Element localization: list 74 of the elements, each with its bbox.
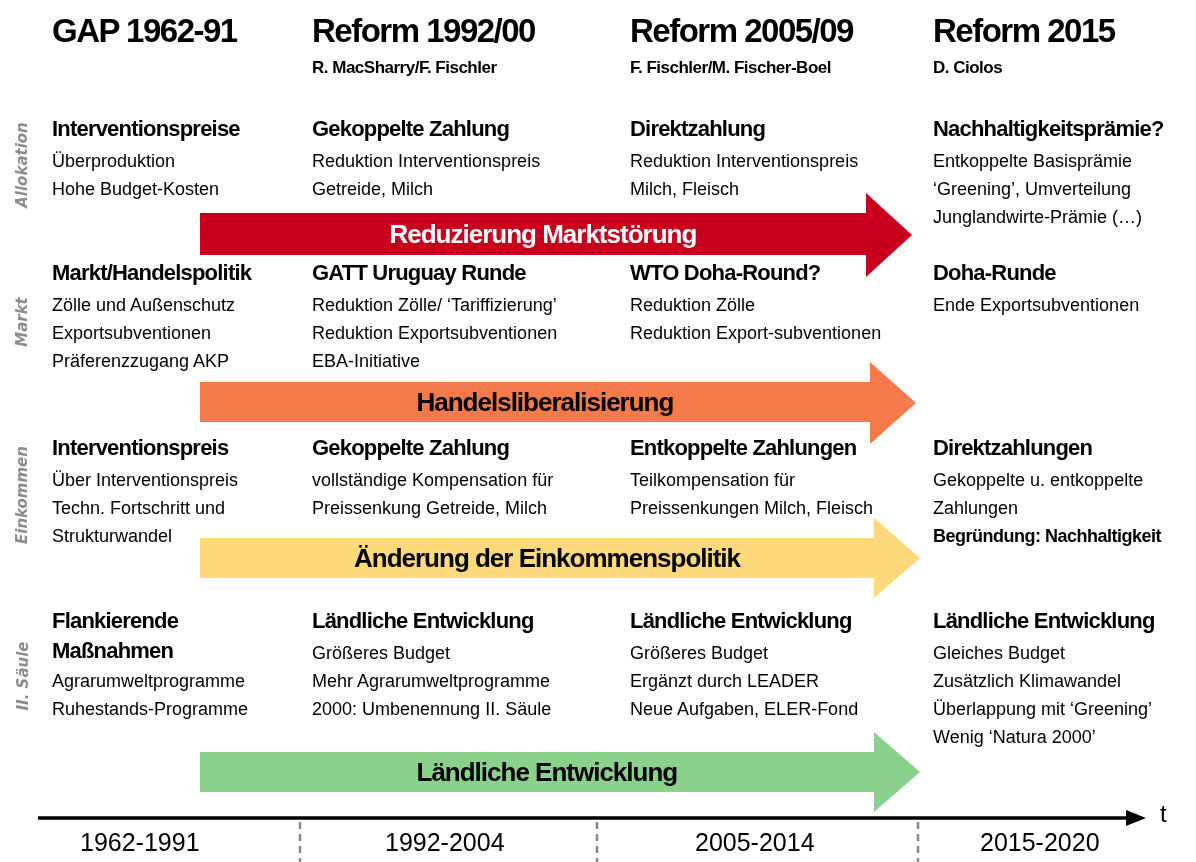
arrow-label: Ländliche Entwicklung — [416, 756, 678, 788]
cell-text: Wenig ‘Natura 2000’ — [933, 726, 1096, 749]
cell-text: Neue Aufgaben, ELER-Fond — [630, 698, 859, 721]
cell-text: Mehr Agrarumweltprogramme — [312, 670, 551, 693]
cell-heading: Ländliche Entwicklung — [312, 607, 534, 635]
cell-heading: Markt/Handelspolitik — [52, 259, 252, 287]
cell-text: Größeres Budget — [312, 642, 451, 665]
year-label: 2005-2014 — [695, 828, 815, 857]
cell-heading: Gekoppelte Zahlung — [312, 115, 510, 143]
cell-text: Überlappung mit ‘Greening’ — [933, 698, 1153, 721]
row-label: II. Säule — [13, 641, 31, 711]
cell-heading: Ländliche Entwicklung — [630, 607, 852, 635]
cell-text: Überproduktion — [52, 150, 176, 173]
cell-text: Über Interventionspreis — [52, 469, 239, 492]
cell-text: Agrarumweltprogramme — [52, 670, 246, 693]
cell-heading: Entkoppelte Zahlungen — [630, 434, 857, 462]
cell-text: Präferenzzugang AKP — [52, 350, 230, 373]
period-title: GAP 1962-91 — [52, 12, 237, 50]
cell-text: Hohe Budget-Kosten — [52, 178, 220, 201]
cell-heading: Nachhaltigkeitsprämie? — [933, 115, 1164, 143]
cell-text: Ergänzt durch LEADER — [630, 670, 820, 693]
cell-heading: Doha-Runde — [933, 259, 1056, 287]
period-title: Reform 2015 — [933, 12, 1115, 50]
cell-text: Zusätzlich Klimawandel — [933, 670, 1122, 693]
cell-text: Milch, Fleisch — [630, 178, 740, 201]
row-label: Allokation — [12, 122, 31, 208]
cell-text: Ruhestands-Programme — [52, 698, 249, 721]
reformer-names: D. Ciolos — [933, 58, 1003, 78]
row-label: Markt — [12, 297, 31, 347]
year-label: 1992-2004 — [385, 828, 505, 857]
cell-text: Teilkompensation für Preissenkungen Milch, Fleisch — [630, 469, 875, 520]
cell-heading: Interventionspreise — [52, 115, 240, 143]
cell-text: Reduktion Interventionspreis — [312, 150, 541, 173]
cell-text: Reduktion Zölle — [630, 294, 756, 317]
cell-text: Reduktion Zölle/ ‘Tariffizierung’ — [312, 294, 557, 317]
cell-text: Gekoppelte u. entkoppelte Zahlungen — [933, 469, 1145, 520]
arrow-label: Änderung der Einkommenspolitik — [354, 542, 741, 574]
cell-heading: GATT Uruguay Runde — [312, 259, 526, 287]
cell-text: Getreide, Milch — [312, 178, 434, 201]
cell-text: Gleiches Budget — [933, 642, 1066, 665]
cell-text: Exportsubventionen — [52, 322, 212, 345]
cell-heading: Ländliche Entwicklung — [933, 607, 1155, 635]
year-label: 1962-1991 — [80, 828, 200, 857]
axis-label: t — [1160, 800, 1167, 828]
block-arrow — [200, 518, 920, 598]
period-title: Reform 1992/00 — [312, 12, 535, 50]
cell-heading: WTO Doha-Round? — [630, 259, 821, 287]
reformer-names: R. MacSharry/F. Fischler — [312, 58, 497, 78]
cell-heading: Gekoppelte Zahlung — [312, 434, 510, 462]
block-arrow — [200, 732, 920, 812]
cell-text: Ende Exportsubventionen — [933, 294, 1140, 317]
row-label: Einkommen — [12, 446, 31, 544]
cell-text: vollständige Kompensation für Preissenkung Getreide, Milch — [312, 469, 555, 520]
year-label: 2015-2020 — [980, 828, 1100, 857]
cell-text: Größeres Budget — [630, 642, 769, 665]
cell-heading: Flankierende Maßnahmen — [52, 607, 180, 665]
cell-text: Techn. Fortschritt und Strukturwandel — [52, 497, 227, 548]
cell-text: Begründung: Nachhaltigkeit — [933, 525, 1161, 548]
cell-heading: Direktzahlungen — [933, 434, 1093, 462]
cell-text: Zölle und Außenschutz — [52, 294, 236, 317]
arrow-label: Reduzierung Marktstörung — [389, 218, 697, 250]
arrow-label: Handelsliberalisierung — [416, 386, 674, 418]
cell-text: ‘Greening’, Umverteilung — [933, 178, 1132, 201]
cell-text: Reduktion Interventionspreis — [630, 150, 859, 173]
cell-heading: Interventionspreis — [52, 434, 229, 462]
cell-text: EBA-Initiative — [312, 350, 421, 373]
cell-text: Reduktion Export-subventionen — [630, 322, 882, 345]
cell-text: Entkoppelte Basisprämie — [933, 150, 1133, 173]
cell-text: 2000: Umbenennung II. Säule — [312, 698, 552, 721]
cell-text: Reduktion Exportsubventionen — [312, 322, 558, 345]
cell-text: Junglandwirte-Prämie (…) — [933, 206, 1143, 229]
period-title: Reform 2005/09 — [630, 12, 853, 50]
reformer-names: F. Fischler/M. Fischer-Boel — [630, 58, 831, 78]
cell-heading: Direktzahlung — [630, 115, 766, 143]
